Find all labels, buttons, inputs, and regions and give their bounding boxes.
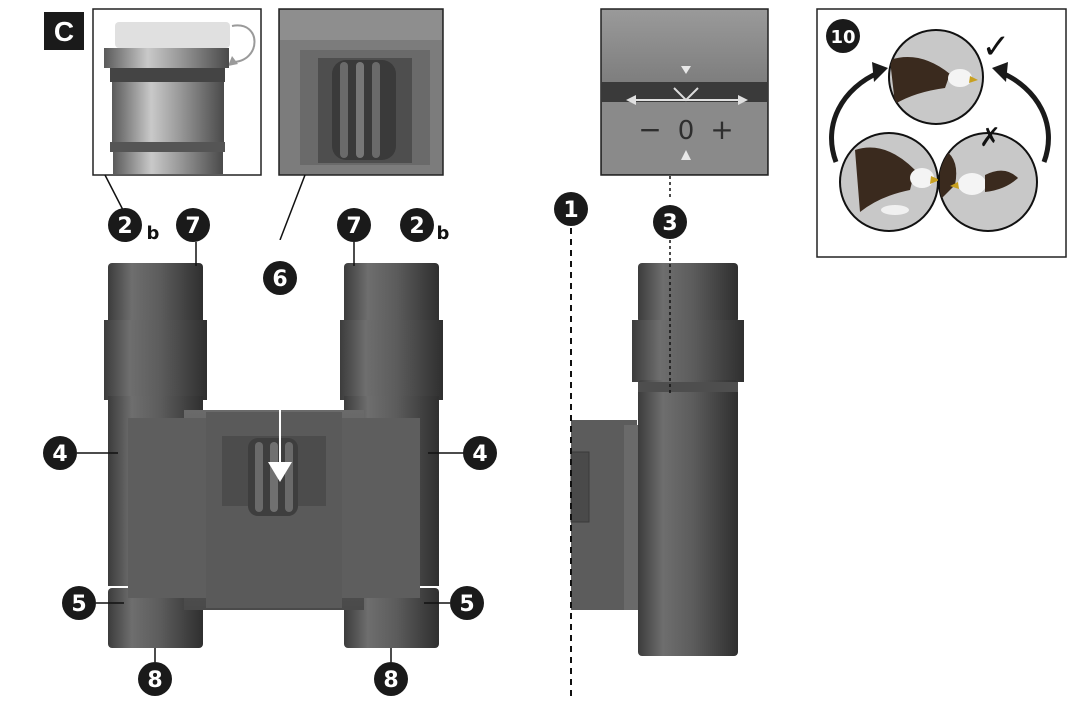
diopter-zero-label: 0 [678, 116, 695, 146]
callout-diopter: 3 [653, 205, 687, 239]
callout-focus: 6 [263, 261, 297, 295]
svg-text:2: 2 [117, 214, 132, 239]
callout-strap-right: 7 [337, 208, 371, 242]
svg-text:5: 5 [71, 592, 86, 617]
callout-base-left: 8 [138, 662, 172, 696]
left-arrow-icon [829, 69, 881, 163]
svg-text:2: 2 [409, 214, 424, 239]
callout-image-adjust: 10 [826, 19, 860, 53]
focus-arrow-icon [268, 462, 292, 482]
correct-mark-icon: ✓ [982, 27, 1011, 67]
svg-text:5: 5 [459, 592, 474, 617]
svg-text:7: 7 [185, 214, 200, 239]
inset-diopter: − 0 + [600, 8, 769, 176]
callout-base-right: 8 [374, 662, 408, 696]
svg-text:4: 4 [472, 442, 487, 467]
svg-text:b: b [147, 223, 160, 244]
callout-strap-left: 7 [176, 208, 210, 242]
callout-body-right: 4 [463, 436, 497, 470]
twist-arrow-icon [231, 24, 256, 63]
callout-objective-left: 5 [62, 586, 96, 620]
inset-eyecup [92, 8, 262, 176]
svg-text:1: 1 [563, 198, 578, 223]
svg-text:8: 8 [147, 668, 162, 693]
binocular-side-view [570, 263, 744, 656]
callout-body-left: 4 [43, 436, 77, 470]
inset-image-overlap: ✓ ✗ [816, 8, 1067, 258]
callout-objective-right: 5 [450, 586, 484, 620]
svg-text:10: 10 [830, 27, 855, 48]
diopter-minus-label: − [638, 113, 661, 146]
incorrect-mark-icon: ✗ [979, 123, 1001, 153]
section-label-text: C [54, 16, 74, 47]
binocular-front-view [104, 263, 443, 648]
svg-text:7: 7 [346, 214, 361, 239]
right-arrow-icon [999, 69, 1051, 163]
section-label: C [44, 12, 84, 50]
callout-axis: 1 [554, 192, 588, 226]
svg-text:4: 4 [52, 442, 67, 467]
diopter-plus-label: + [710, 113, 733, 146]
svg-text:8: 8 [383, 668, 398, 693]
svg-text:b: b [437, 223, 450, 244]
callout-eyecup-left: 2 b [108, 208, 160, 244]
inset-focus-wheel [278, 8, 444, 176]
svg-text:6: 6 [272, 267, 287, 292]
svg-text:3: 3 [662, 211, 677, 236]
callout-eyecup-right: 2 b [400, 208, 450, 244]
